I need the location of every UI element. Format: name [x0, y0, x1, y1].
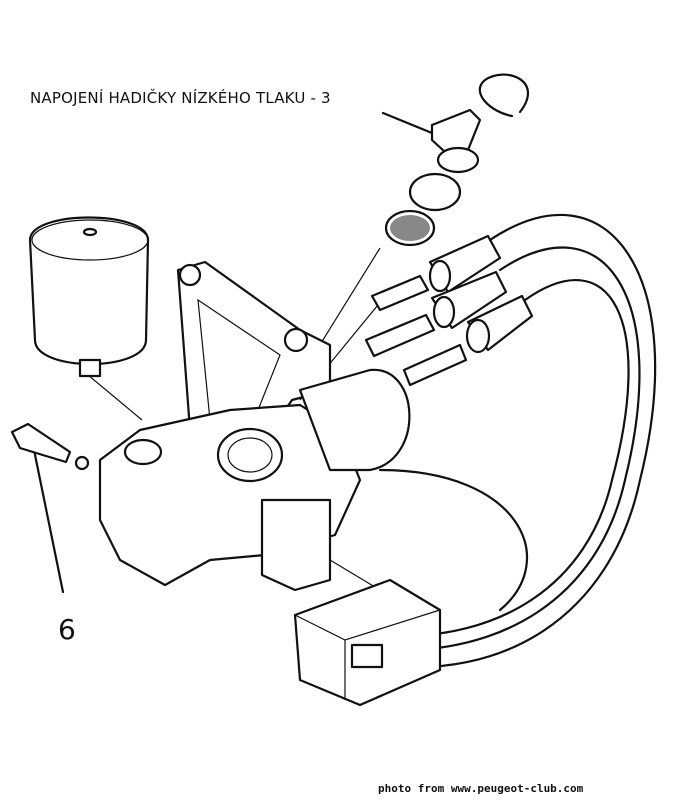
low-pressure-connector: [430, 108, 482, 174]
photo-credit: photo from www.peugeot-club.com: [378, 782, 584, 795]
o-ring: [408, 172, 462, 212]
leader-6: [31, 443, 65, 594]
wiring-harness: [378, 213, 657, 669]
low-pressure-hose-label: NAPOJENÍ HADIČKY NÍZKÉHO TLAKU - 3: [30, 89, 331, 107]
leader-top: [381, 111, 434, 135]
pressure-sensor: [10, 422, 90, 471]
part-6-label: 6: [58, 613, 76, 646]
filter-mesh: [384, 209, 436, 247]
rubber-boots: [428, 234, 534, 354]
valves: [364, 274, 468, 387]
pump-body: [98, 368, 411, 592]
electrical-connector: [293, 578, 442, 707]
circlip: [478, 73, 529, 118]
accumulator-sphere: [28, 216, 150, 378]
